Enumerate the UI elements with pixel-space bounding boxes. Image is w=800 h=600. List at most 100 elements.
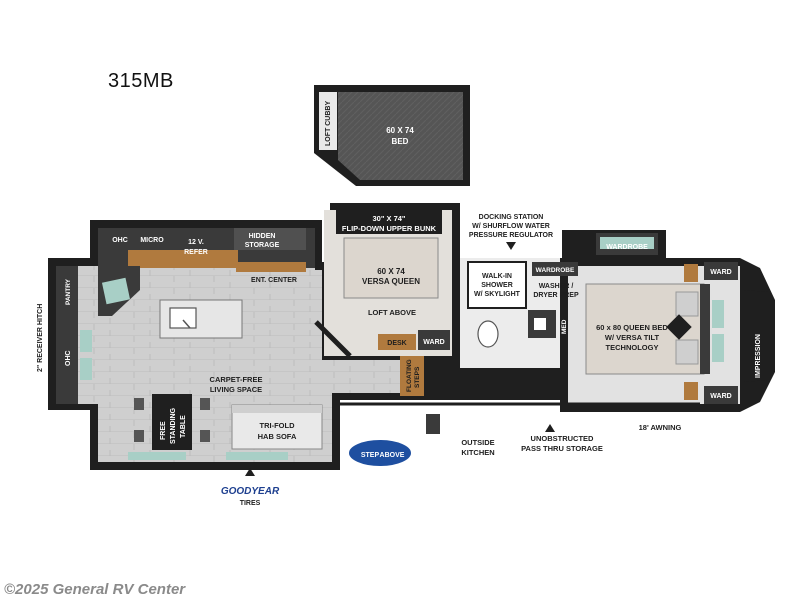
step-above-label-2: ABOVE	[380, 452, 405, 459]
left-window-2	[80, 358, 92, 380]
docking-label-1: DOCKING STATION	[479, 214, 544, 221]
ward-right-top-label: WARD	[710, 269, 731, 276]
ward-mid	[418, 330, 450, 350]
ward-right-bottom-block	[704, 386, 738, 404]
outside-kitchen-label-1: OUTSIDE	[461, 438, 494, 447]
wardrobe-mid	[532, 262, 578, 276]
right-window-1	[712, 300, 724, 328]
lower-details: OUTSIDE KITCHEN UNOBSTRUCTED PASS THRU S…	[245, 402, 700, 476]
shower-label-2: SHOWER	[481, 282, 513, 289]
tires-label: TIRES	[240, 500, 261, 507]
storage-arrow	[545, 424, 555, 432]
steps	[400, 356, 424, 396]
step-above-label-1: STEP	[361, 452, 380, 459]
bunk-room: 30" X 74" FLIP-DOWN UPPER BUNK 60 X 74 V…	[314, 210, 452, 358]
chair-3	[200, 398, 210, 410]
bedroom: WARDROBE WARDROBE WASHER / DRYER PREP 60…	[532, 233, 770, 404]
pantry-label: PANTRY	[65, 278, 72, 305]
med-label: MED	[561, 319, 568, 334]
steps-label-1: FLOATING	[406, 359, 413, 392]
queen-label-1: 60 x 80 QUEEN BED	[596, 323, 668, 332]
loft-bed-label: BED	[392, 137, 409, 146]
floating-steps: FLOATING STEPS	[400, 356, 424, 396]
wardrobe-mid-label: WARDROBE	[536, 267, 575, 274]
pillow-center	[666, 314, 692, 340]
queen-label-2: W/ VERSA TILT	[605, 333, 660, 342]
hidden-storage-label-1: HIDDEN	[249, 233, 276, 240]
docking-label-2: W/ SHURFLOW WATER	[472, 223, 550, 230]
shower-label-1: WALK-IN	[482, 273, 512, 280]
desk	[378, 334, 416, 350]
shower-label-3: W/ SKYLIGHT	[474, 291, 521, 298]
bunk-room-wall	[314, 320, 352, 358]
wardrobe-top-label: WARDROBE	[606, 244, 648, 251]
table-label-3: TABLE	[180, 415, 187, 438]
carpet-free-label-2: LIVING SPACE	[210, 385, 262, 394]
window-bottom-2	[226, 452, 288, 460]
queen-label-3: TECHNOLOGY	[606, 343, 659, 352]
hidden-storage-label-2: STORAGE	[245, 242, 280, 249]
ent-center-cabinet	[236, 262, 306, 272]
left-window-1	[80, 330, 92, 352]
wardrobe-top-glass	[600, 237, 654, 249]
bunk-label-2: FLIP-DOWN UPPER BUNK	[342, 224, 437, 233]
copyright-watermark: ©2025 General RV Center	[4, 581, 186, 598]
refer-label-1: 12 V.	[188, 239, 204, 246]
sofa-back	[232, 405, 322, 413]
model-title: 315MB	[108, 70, 174, 92]
loft-bed-size: 60 X 74	[386, 126, 414, 135]
flip-down-bunk	[336, 210, 442, 234]
chair-1	[134, 398, 144, 410]
toilet	[477, 320, 499, 348]
loft-cubby-panel	[319, 92, 337, 150]
receiver-hitch-label: 2" RECEIVER HITCH	[37, 304, 44, 372]
bunk-label-1: 30" X 74"	[373, 214, 406, 223]
walk-in-shower	[467, 261, 527, 309]
nightstand-top	[684, 264, 698, 282]
docking-arrow	[506, 242, 516, 250]
faucet	[182, 319, 191, 329]
outside-kitchen-label-2: KITCHEN	[461, 448, 494, 457]
hidden-storage	[234, 228, 306, 250]
ward-mid-label: WARD	[423, 339, 444, 346]
bathroom: WALK-IN SHOWER W/ SKYLIGHT MED DOCKING S…	[460, 214, 568, 368]
carpet-free-label-1: CARPET-FREE	[210, 375, 263, 384]
kitchen-counter: OHC MICRO 12 V. REFER HIDDEN STORAGE ENT…	[98, 228, 315, 284]
loft-bed-area	[338, 92, 463, 180]
nightstand-bottom	[684, 382, 698, 400]
chair-4	[200, 430, 210, 442]
ward-right-top-block	[704, 262, 738, 280]
step-above-badge: STEP ABOVE	[347, 438, 413, 468]
goodyear-logo: GOODYEAR TIRES	[221, 486, 280, 507]
versa-queen-label-2: VERSA QUEEN	[362, 277, 420, 286]
desk-label: DESK	[387, 340, 406, 347]
storage-label-1: UNOBSTRUCTED	[531, 434, 594, 443]
micro-label: MICRO	[140, 237, 164, 244]
washer-label-1: WASHER /	[539, 283, 574, 290]
window-bottom-1	[128, 452, 186, 460]
headboard	[700, 284, 710, 374]
free-standing-table	[152, 394, 192, 450]
impression-label: IMPRESSION	[755, 334, 762, 378]
table-label-1: FREE	[160, 421, 167, 440]
left-wall-storage: PANTRY OHC 2" RECEIVER HITCH	[37, 266, 140, 404]
front-cap	[744, 290, 770, 382]
tire-arrow	[245, 468, 255, 476]
pillow-1	[675, 291, 699, 317]
versa-queen-bed	[343, 237, 439, 299]
chair-2	[134, 430, 144, 442]
refer-label-2: REFER	[184, 249, 208, 256]
ohc-left-label: OHC	[65, 350, 72, 366]
sofa: TRI-FOLD HAB SOFA	[231, 404, 323, 450]
loft-cubby-unit: LOFT CUBBY 60 X 74 BED	[314, 85, 470, 186]
kitchen-island	[159, 299, 243, 339]
versa-queen-label-1: 60 X 74	[377, 267, 405, 276]
vanity-sink	[534, 318, 546, 330]
awning-label: 18' AWNING	[639, 423, 682, 432]
ward-right-bottom-label: WARD	[710, 393, 731, 400]
table-label-2: STANDING	[170, 407, 177, 444]
loft-cubby-label: LOFT CUBBY	[325, 101, 332, 146]
ent-center-label: ENT. CENTER	[251, 277, 297, 284]
dinette: FREE STANDING TABLE	[128, 394, 288, 460]
